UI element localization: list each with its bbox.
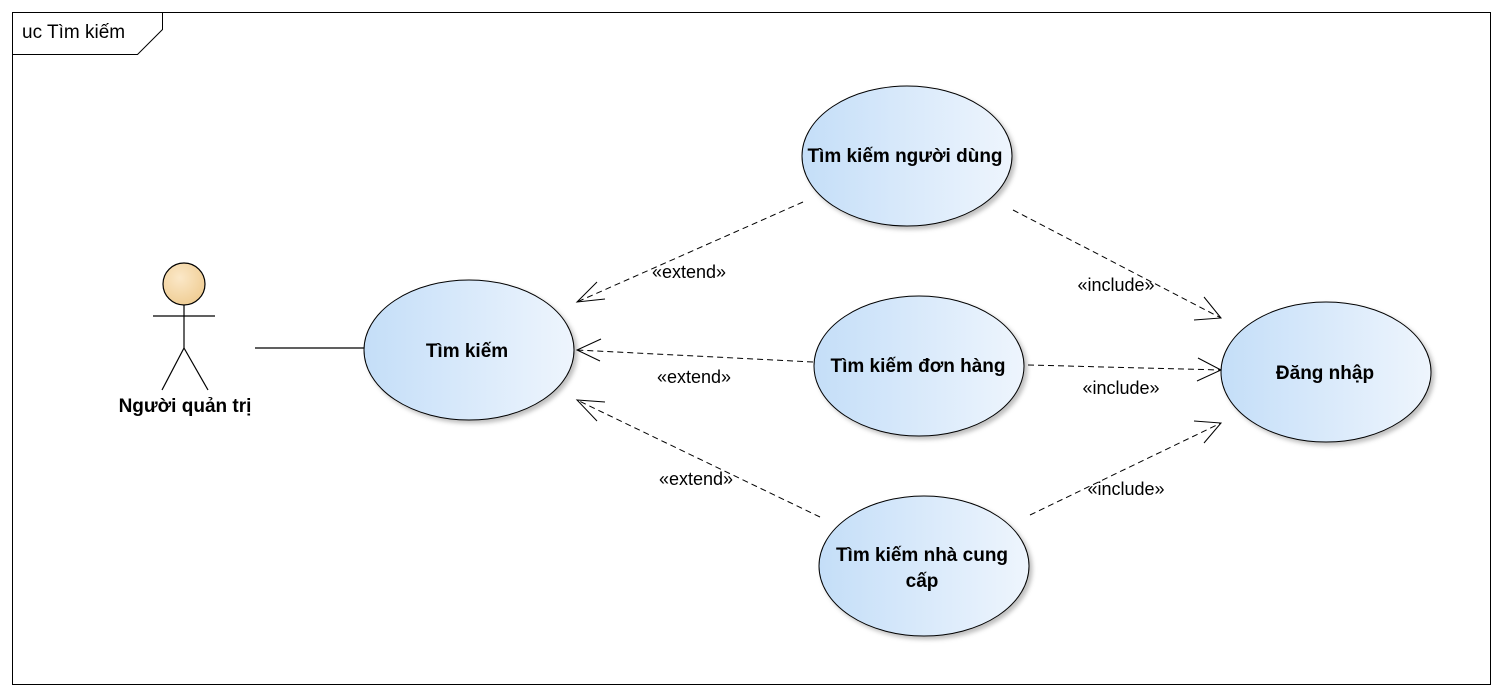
usecase-tim-kiem-don-hang-label: Tìm kiếm đơn hàng — [830, 356, 1005, 377]
extend-label-orders: «extend» — [657, 367, 731, 387]
actor-label: Người quản trị — [119, 396, 252, 417]
usecase-tim-kiem-nha-cung-cap[interactable]: Tìm kiếm nhà cung cấp — [818, 495, 1030, 637]
diagram-frame — [12, 12, 1491, 685]
arrowhead-include-suppliers — [1193, 420, 1223, 444]
usecase-tim-kiem-don-hang[interactable]: Tìm kiếm đơn hàng — [813, 295, 1025, 437]
frame-tab — [12, 12, 163, 55]
extend-line-users — [576, 201, 804, 303]
include-label-suppliers: «include» — [1087, 479, 1164, 499]
frame-title: uc Tìm kiếm — [22, 22, 125, 43]
arrowhead-extend-orders — [575, 338, 602, 362]
include-label-users: «include» — [1077, 275, 1154, 295]
include-label-orders: «include» — [1082, 378, 1159, 398]
include-line-orders — [1027, 364, 1222, 371]
actor-right-leg — [183, 347, 209, 391]
usecase-dang-nhap-label: Đăng nhập — [1276, 363, 1374, 384]
usecase-dang-nhap[interactable]: Đăng nhập — [1220, 301, 1432, 443]
extend-label-suppliers: «extend» — [659, 469, 733, 489]
arrowhead-extend-users — [575, 281, 606, 303]
include-line-suppliers — [1029, 422, 1222, 516]
usecase-tim-kiem-nguoi-dung[interactable]: Tìm kiếm người dùng — [801, 85, 1013, 227]
arrowhead-extend-suppliers — [575, 399, 606, 422]
usecase-tim-kiem-nguoi-dung-label: Tìm kiếm người dùng — [807, 146, 1002, 167]
include-line-users — [1012, 209, 1222, 319]
actor-left-leg — [161, 347, 185, 391]
actor-head — [162, 262, 206, 306]
extend-label-users: «extend» — [652, 262, 726, 282]
usecase-tim-kiem-nha-cung-cap-line1: Tìm kiếm nhà cung — [836, 545, 1008, 566]
arrowhead-include-users — [1193, 296, 1222, 321]
actor-nguoi-quan-tri[interactable]: Người quản trị — [119, 262, 252, 417]
usecase-tim-kiem[interactable]: Tìm kiếm — [363, 279, 575, 421]
extend-line-suppliers — [576, 399, 821, 518]
usecase-tim-kiem-nha-cung-cap-line2: cấp — [906, 571, 939, 592]
usecase-tim-kiem-label: Tìm kiếm — [426, 341, 508, 362]
extend-line-orders — [576, 349, 814, 363]
